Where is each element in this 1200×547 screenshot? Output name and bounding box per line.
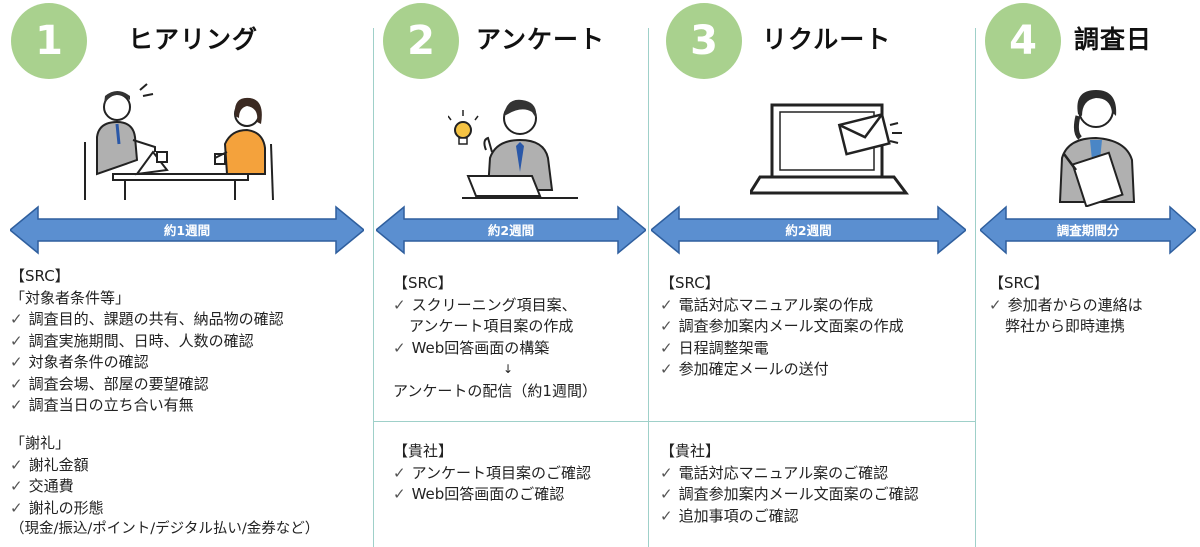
person-writing-notes-illustration <box>1058 90 1136 207</box>
step-title-1: ヒアリング <box>128 25 259 54</box>
duration-label-2: 約2週間 <box>487 223 535 238</box>
step-4-block-1-line: 参加者からの連絡は <box>989 295 1143 317</box>
step-3-client-block: 【貴社】 電話対応マニュアル案のご確認 調査参加案内メール文面案のご確認 追加事… <box>660 441 919 527</box>
step-title-2: アンケート <box>476 25 606 54</box>
step-1-block-1-line: 調査当日の立ち合い有無 <box>10 395 284 417</box>
step-1-block-1-line: 調査実施期間、日時、人数の確認 <box>10 331 284 353</box>
step-1-block-2-line: 「謝礼」 <box>10 434 71 452</box>
step-number-3: 3 <box>666 3 742 79</box>
step-4-block-1-line: 弊社から即時連携 <box>1005 317 1126 335</box>
step-1-src-block: 【SRC】 「対象者条件等」 調査目的、課題の共有、納品物の確認 調査実施期間、… <box>10 266 284 417</box>
step-number-1: 1 <box>11 3 87 79</box>
step-3-block-2-line: 電話対応マニュアル案のご確認 <box>660 463 919 485</box>
step-3-block-1-line: 電話対応マニュアル案の作成 <box>660 295 904 317</box>
step-3-src-block: 【SRC】 電話対応マニュアル案の作成 調査参加案内メール文面案の作成 日程調整… <box>660 273 904 381</box>
step-1-block-2-line: 謝礼の形態 <box>10 498 319 520</box>
step-1-block-1-line: 調査目的、課題の共有、納品物の確認 <box>10 309 284 331</box>
duration-label-3: 約2週間 <box>785 223 832 238</box>
step-3-block-1-line: 参加確定メールの送付 <box>660 359 904 381</box>
step-number-4: 4 <box>985 3 1061 79</box>
step-2-block-2-line: アンケート項目案のご確認 <box>393 463 591 485</box>
step-title-3: リクルート <box>762 25 892 54</box>
double-arrow-icon <box>651 205 966 255</box>
step-1-block-2-line: （現金/振込/ポイント/デジタル払い/金券など） <box>10 521 320 537</box>
step-3-block-1-line: 日程調整架電 <box>660 338 904 360</box>
step-title-4: 調査日 <box>1074 25 1153 54</box>
step-1-block-1-line: 【SRC】 <box>10 267 70 285</box>
step-2-block-1-line: Web回答画面の構築 <box>393 338 597 360</box>
step-3-block-2-line: 調査参加案内メール文面案のご確認 <box>660 484 919 506</box>
step-1-reward-block: 「謝礼」 謝礼金額 交通費 謝礼の形態 （現金/振込/ポイント/デジタル払い/金… <box>10 433 319 541</box>
step-1-block-1-line: 対象者条件の確認 <box>10 352 284 374</box>
step-4-src-block: 【SRC】 参加者からの連絡は 弊社から即時連携 <box>989 273 1143 338</box>
step-2-block-2-line: 【貴社】 <box>393 442 454 460</box>
step-1-block-1-line: 「対象者条件等」 <box>10 288 131 307</box>
step-4-block-1-line: 【SRC】 <box>989 274 1049 292</box>
divider-horizontal <box>373 421 975 422</box>
laptop-mail-illustration <box>750 103 909 195</box>
duration-arrow-3: 約2週間 <box>651 205 966 255</box>
step-number-2: 2 <box>383 3 459 79</box>
step-3-block-2-line: 追加事項のご確認 <box>660 506 919 528</box>
step-3-block-2-line: 【貴社】 <box>660 442 721 460</box>
divider-2-3 <box>648 28 649 547</box>
step-1-block-2-line: 謝礼金額 <box>10 455 319 477</box>
step-2-client-block: 【貴社】 アンケート項目案のご確認 Web回答画面のご確認 <box>393 441 591 506</box>
duration-arrow-4: 調査期間分 <box>980 205 1196 255</box>
step-2-block-1-line: スクリーニング項目案、 <box>393 295 597 317</box>
double-arrow-icon <box>10 205 364 255</box>
step-2-block-1-line: アンケート項目案の作成 <box>409 317 574 335</box>
step-1-block-1-line: 調査会場、部屋の要望確認 <box>10 374 284 396</box>
duration-label-1: 約1週間 <box>163 223 211 238</box>
step-2-block-1-line: 【SRC】 <box>393 274 453 292</box>
duration-label-4: 調査期間分 <box>1056 223 1120 238</box>
step-2-src-block: 【SRC】 スクリーニング項目案、 アンケート項目案の作成 Web回答画面の構築… <box>393 273 597 402</box>
double-arrow-icon <box>980 205 1196 255</box>
duration-arrow-2: 約2週間 <box>376 205 646 255</box>
step-3-block-1-line: 調査参加案内メール文面案の作成 <box>660 316 904 338</box>
step-1-block-2-line: 交通費 <box>10 476 319 498</box>
double-arrow-icon <box>376 205 646 255</box>
divider-1-2 <box>373 28 374 547</box>
meeting-illustration <box>84 83 274 201</box>
duration-arrow-1: 約1週間 <box>10 205 364 255</box>
arrow-down-icon: ↓ <box>503 362 514 376</box>
divider-3-4 <box>975 28 976 547</box>
lightbulb-person-laptop-illustration <box>448 99 578 199</box>
step-2-block-2-line: Web回答画面のご確認 <box>393 484 591 506</box>
step-3-block-1-line: 【SRC】 <box>660 274 720 292</box>
step-2-block-1-line: アンケートの配信（約1週間） <box>393 381 597 400</box>
